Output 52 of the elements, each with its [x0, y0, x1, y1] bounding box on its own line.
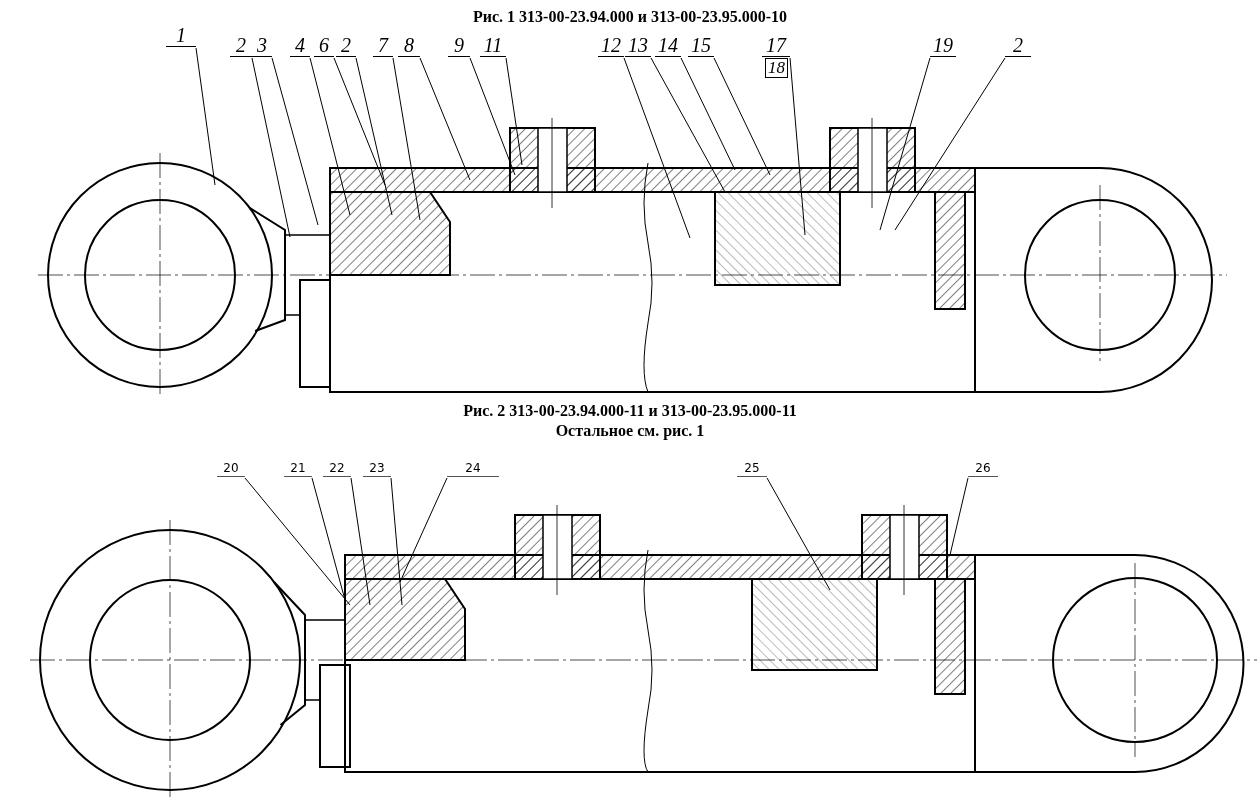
- leader-line: [650, 57, 726, 193]
- leader-line: [623, 57, 691, 239]
- callout-number: 22: [323, 460, 351, 477]
- callout-number: 3: [252, 34, 272, 57]
- leader-line: [355, 57, 393, 216]
- leader-line: [309, 57, 351, 216]
- callout-number: 4: [290, 34, 310, 57]
- callout-number: 7: [373, 34, 393, 57]
- callout-number: 11: [480, 34, 506, 57]
- leader-line: [713, 57, 771, 176]
- leader-line: [789, 57, 806, 236]
- leader-line: [469, 57, 516, 176]
- leader-line: [505, 57, 523, 166]
- leader-line: [766, 477, 831, 591]
- callout-number: 26: [968, 460, 998, 477]
- callout-number: 2: [1005, 34, 1031, 57]
- leader-line: [244, 477, 351, 606]
- callout-number: 19: [930, 34, 956, 57]
- callout-number: 24: [447, 460, 499, 477]
- callout-number: 18: [765, 58, 788, 78]
- leader-line: [333, 57, 386, 186]
- callout-number: 20: [217, 460, 245, 477]
- leader-line: [399, 477, 448, 583]
- leader-line: [311, 477, 346, 601]
- callout-number: 8: [398, 34, 420, 57]
- callout-number: 2: [336, 34, 356, 57]
- callout-number: 17: [762, 34, 790, 57]
- leader-line: [949, 477, 969, 556]
- callout-number: 25: [737, 460, 767, 477]
- leader-line: [879, 57, 931, 231]
- leader-line: [390, 477, 403, 606]
- figure-title: Рис. 2 313-00-23.94.000-11 и 313-00-23.95.000-11: [462, 402, 798, 420]
- callout-number: 2: [230, 34, 252, 57]
- figure-title: Рис. 1 313-00-23.94.000 и 313-00-23.95.000-10: [472, 8, 788, 26]
- leader-line: [350, 477, 371, 606]
- callout-number: 1: [166, 24, 196, 47]
- note: Остальное см. рис. 1: [554, 422, 706, 440]
- leader-line: [271, 57, 319, 226]
- callout-number: 14: [655, 34, 681, 57]
- leader-line: [392, 57, 421, 221]
- leader-line: [419, 57, 471, 181]
- callout-number: 6: [314, 34, 334, 57]
- leader-line: [195, 47, 216, 186]
- leader-line: [894, 57, 1006, 231]
- callout-number: 12: [598, 34, 624, 57]
- leader-line: [251, 57, 291, 238]
- callout-number: 15: [688, 34, 714, 57]
- callout-number: 13: [625, 34, 651, 57]
- callout-number: 23: [363, 460, 391, 477]
- callout-number: 21: [284, 460, 312, 477]
- leader-line: [680, 57, 736, 171]
- callout-number: 9: [448, 34, 470, 57]
